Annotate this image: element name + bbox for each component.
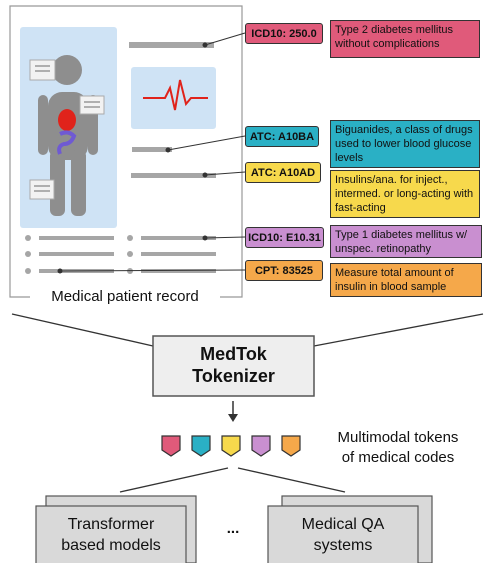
code-desc-atc-a10ba: Biguanides, a class of drugs used to low…	[330, 120, 480, 168]
token-group	[161, 435, 301, 457]
code-tag-atc-a10ba: ATC: A10BA	[245, 126, 319, 147]
token-icon	[221, 435, 241, 457]
ecg-panel	[131, 67, 216, 129]
code-desc-cpt-83525: Measure total amount of insulin in blood…	[330, 263, 482, 297]
tokenizer-label: MedTok Tokenizer	[153, 343, 314, 387]
models-ellipsis: ...	[226, 520, 240, 537]
token-icon	[281, 435, 301, 457]
code-tag-icd10-2500: ICD10: 250.0	[245, 23, 323, 44]
ecg-icon	[143, 79, 208, 111]
code-tag-icd10-e1031: ICD10: E10.31	[245, 227, 324, 248]
record-outline	[9, 5, 243, 298]
tokenizer-line-2: Tokenizer	[192, 366, 275, 386]
tokens-caption-line-2: of medical codes	[341, 449, 455, 466]
split-left	[119, 467, 229, 493]
qa-line-2: systems	[313, 537, 373, 554]
tokens-caption: Multimodal tokens of medical codes	[312, 428, 484, 468]
heart-icon	[58, 109, 76, 131]
transformer-line-1: Transformer	[67, 516, 155, 533]
code-tag-cpt-83525: CPT: 83525	[245, 260, 323, 281]
transformer-box	[35, 505, 187, 563]
qa-line-1: Medical QA	[301, 516, 385, 533]
funnel-right	[313, 313, 484, 347]
token-icon	[191, 435, 211, 457]
token-icon	[161, 435, 181, 457]
tokens-caption-line-1: Multimodal tokens	[337, 429, 459, 446]
arrow-down-icon	[228, 414, 238, 422]
record-bullets	[25, 235, 133, 274]
record-caption: Medical patient record	[30, 288, 220, 305]
split-right	[237, 467, 346, 493]
funnel-left	[11, 313, 154, 347]
code-desc-icd10-2500: Type 2 diabetes mellitus without complic…	[330, 20, 480, 58]
token-icon	[251, 435, 271, 457]
code-desc-icd10-e1031: Type 1 diabetes mellitus w/ unspec. reti…	[330, 225, 482, 258]
qa-label: Medical QA systems	[268, 514, 418, 556]
tokenizer-box	[152, 335, 315, 397]
qa-box	[267, 505, 419, 563]
note-icon	[29, 59, 105, 200]
code-desc-atc-a10ad: Insulins/ana. for inject., intermed. or …	[330, 170, 480, 218]
transformer-line-2: based models	[61, 537, 161, 554]
intestine-icon	[57, 130, 77, 155]
code-tag-atc-a10ad: ATC: A10AD	[245, 162, 321, 183]
transformer-label: Transformer based models	[36, 514, 186, 556]
code-connectors	[57, 32, 246, 274]
tokenizer-line-1: MedTok	[200, 344, 267, 364]
